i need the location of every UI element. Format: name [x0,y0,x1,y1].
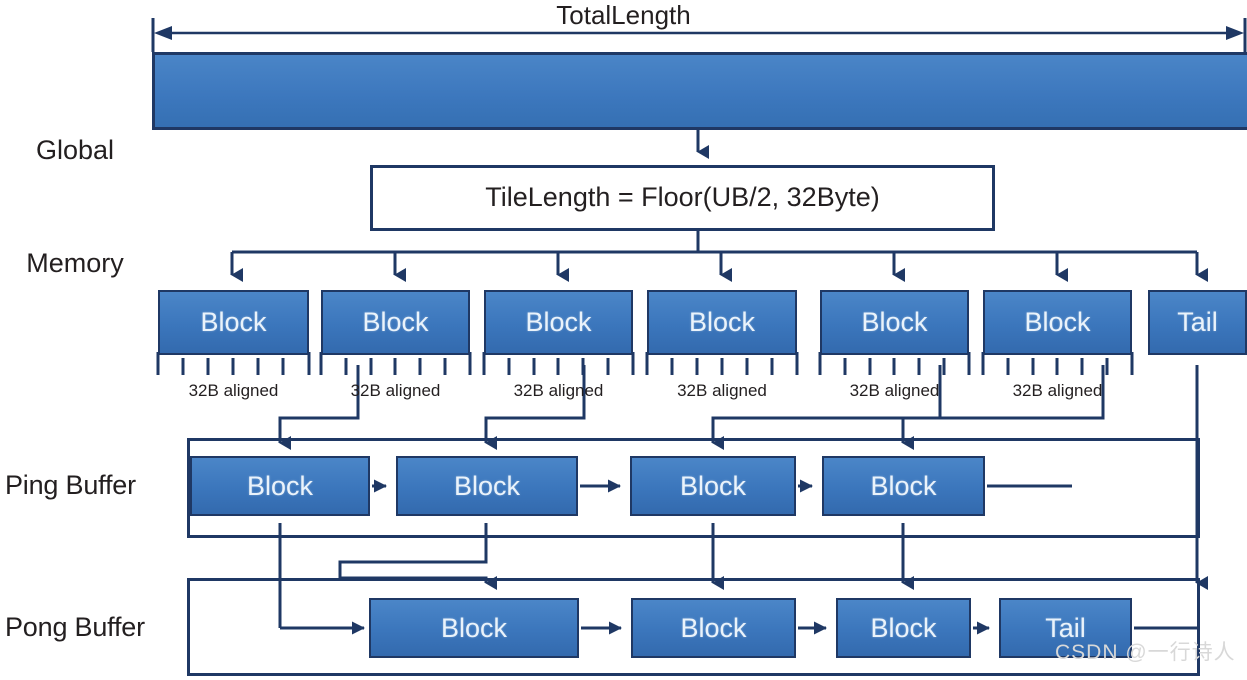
tile-length-formula: TileLength = Floor(UB/2, 32Byte) [485,182,880,212]
tile-block-2[interactable]: Block [321,290,470,355]
ping-block-3[interactable]: Block [630,456,796,516]
tile-block-4[interactable]: Block [647,290,797,355]
aligned-caption-1: 32B aligned [188,381,279,400]
pong-block-1[interactable]: Block [369,598,579,658]
tile-block-3[interactable]: Block [484,290,633,355]
pong-block-2-label: Block [680,612,747,643]
tile-block-4-label: Block [688,307,756,337]
ping-buffer-label: Ping Buffer [5,470,136,500]
pong-block-1-label: Block [440,612,508,643]
global-memory-label-line1: Global [35,134,115,165]
ping-block-1[interactable]: Block [190,456,370,516]
ping-block-2-label: Block [453,470,521,501]
global-memory-bar [152,52,1247,130]
tile-block-6[interactable]: Block [983,290,1132,355]
tile-length-box [370,165,995,231]
pong-buffer-frame [187,578,1200,676]
tile-block-5-label: Block [861,307,928,337]
tile-block-tail-label: Tail [1177,307,1218,337]
tile-block-1[interactable]: Block [158,290,309,355]
pong-block-3-label: Block [870,612,937,643]
ping-block-3-label: Block [679,470,747,501]
pong-block-3[interactable]: Block [836,598,971,658]
ping-block-2[interactable]: Block [396,456,578,516]
global-memory-label-line2: Memory [26,247,124,278]
tile-block-5[interactable]: Block [820,290,969,355]
ping-buffer-frame [187,438,1200,538]
pong-block-2[interactable]: Block [631,598,796,658]
ping-block-4[interactable]: Block [822,456,985,516]
aligned-caption-4: 32B aligned [677,381,767,400]
aligned-caption-2: 32B aligned [350,381,441,400]
tile-block-tail[interactable]: Tail [1148,290,1247,355]
ping-block-1-label: Block [246,470,314,501]
pong-block-tail[interactable]: Tail [999,598,1132,658]
tile-block-3-label: Block [525,307,592,337]
aligned-caption-3: 32B aligned [513,381,604,400]
pong-buffer-label: Pong Buffer [5,612,145,642]
aligned-caption-6: 32B aligned [1012,381,1103,400]
total-length-label: TotalLength [556,0,691,30]
tile-block-6-label: Block [1024,307,1091,337]
watermark: CSDN @一行诗人 [1055,641,1236,664]
global-memory-label: Global Memory [0,56,150,358]
aligned-caption-5: 32B aligned [849,381,940,400]
tile-block-1-label: Block [200,307,267,337]
ping-block-4-label: Block [870,470,937,501]
tile-block-2-label: Block [362,307,429,337]
pong-block-tail-label: Tail [1045,612,1086,643]
tick-marks [156,352,1134,375]
